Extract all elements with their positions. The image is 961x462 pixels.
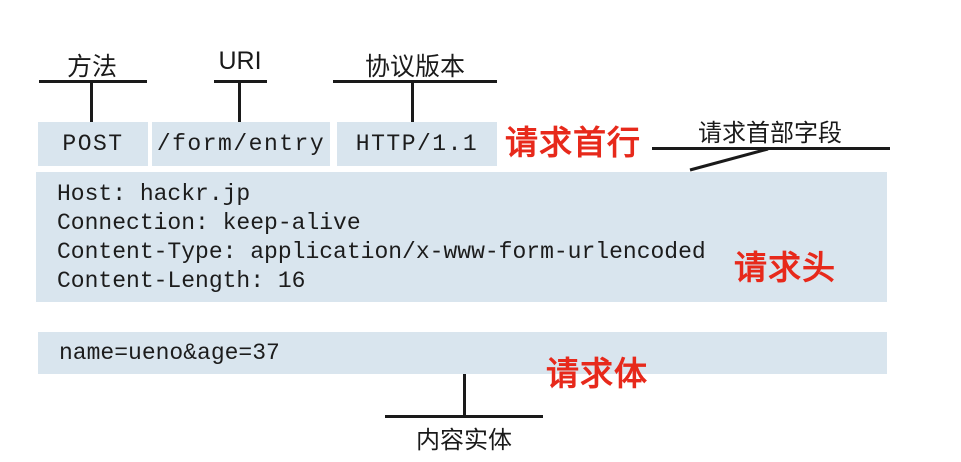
entity-bracket-tick: [463, 374, 466, 417]
label-uri: URI: [218, 47, 262, 75]
method-value-box: POST: [38, 122, 148, 166]
annotation-request-body: 请求体: [546, 355, 648, 392]
header-line-host: Host: hackr.jp: [57, 181, 251, 207]
uri-bracket-tick: [238, 80, 241, 123]
label-protocol-version: 协议版本: [364, 53, 465, 81]
body-content: name=ueno&age=37: [59, 340, 280, 366]
protocol-bracket-line: [333, 80, 497, 83]
header-line-content-type: Content-Type: application/x-www-form-url…: [57, 239, 706, 265]
method-bracket-line: [39, 80, 147, 83]
method-bracket-tick: [90, 80, 93, 123]
method-value: POST: [62, 131, 124, 157]
request-body-box: name=ueno&age=37: [38, 332, 887, 374]
request-headers-box: Host: hackr.jp Connection: keep-alive Co…: [36, 172, 887, 302]
entity-bracket-line: [385, 415, 543, 418]
protocol-bracket-tick: [411, 80, 414, 123]
label-entity-body: 内容实体: [416, 427, 512, 454]
uri-value: /form/entry: [156, 131, 326, 157]
label-method: 方法: [66, 53, 117, 81]
header-fields-pointer-line: [689, 147, 769, 172]
uri-value-box: /form/entry: [152, 122, 330, 166]
protocol-value-box: HTTP/1.1: [337, 122, 497, 166]
annotation-request-headers: 请求头: [734, 249, 836, 286]
header-fields-underline: [652, 147, 890, 150]
protocol-value: HTTP/1.1: [355, 131, 479, 157]
header-line-connection: Connection: keep-alive: [57, 210, 361, 236]
header-line-content-length: Content-Length: 16: [57, 268, 306, 294]
label-request-header-fields: 请求首部字段: [698, 120, 842, 147]
annotation-request-line: 请求首行: [505, 124, 641, 161]
